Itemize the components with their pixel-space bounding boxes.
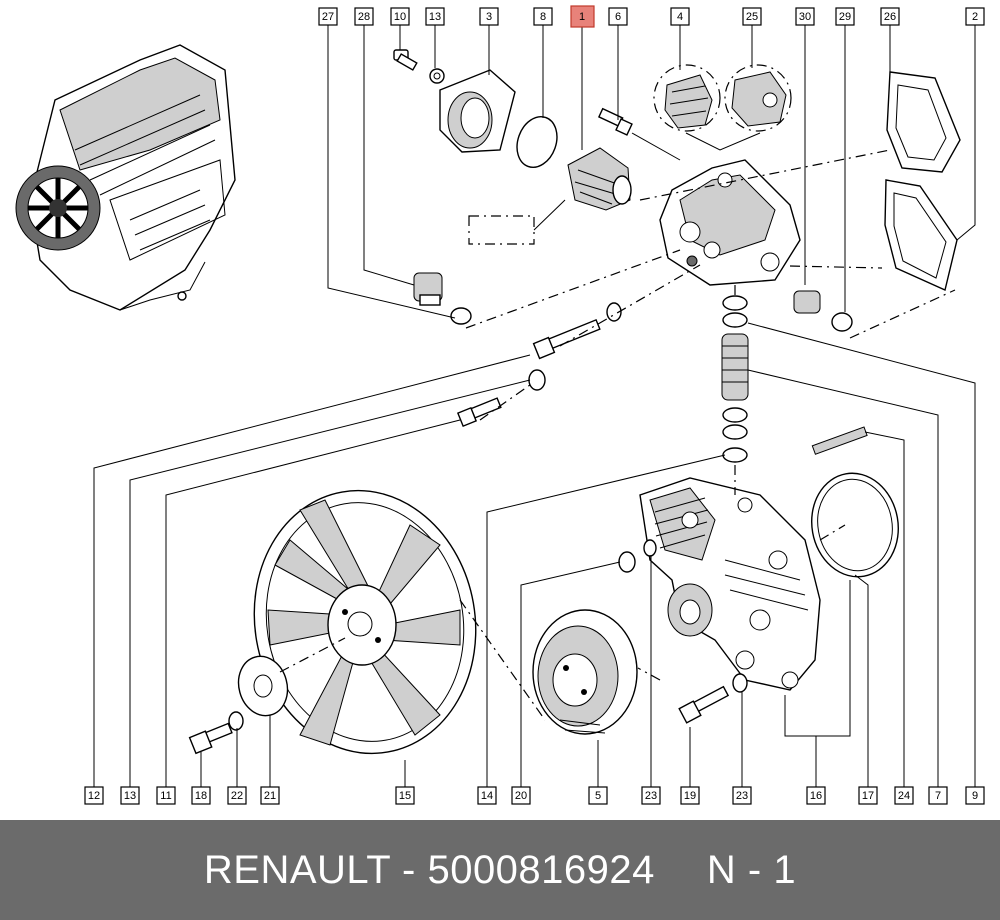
- plug-28: [413, 272, 472, 325]
- svg-text:25: 25: [746, 11, 758, 23]
- svg-text:18: 18: [195, 790, 207, 802]
- callout-11[interactable]: 11: [156, 786, 176, 805]
- callout-2[interactable]: 2: [965, 7, 985, 26]
- bolt-18: [188, 722, 233, 755]
- gasket-2: [884, 179, 958, 291]
- callout-19[interactable]: 19: [680, 786, 700, 805]
- stud-24: [811, 426, 868, 455]
- seal-stack: [456, 264, 868, 463]
- svg-text:21: 21: [264, 790, 276, 802]
- callout-1-highlighted[interactable]: 1: [570, 5, 595, 28]
- callout-13-top[interactable]: 13: [425, 7, 445, 26]
- svg-text:30: 30: [799, 11, 811, 23]
- svg-text:6: 6: [615, 11, 621, 23]
- bolt-11: [456, 397, 502, 428]
- callout-20[interactable]: 20: [511, 786, 531, 805]
- svg-text:23: 23: [645, 790, 657, 802]
- gasket-26: [886, 71, 961, 173]
- pump-hub: [667, 583, 713, 637]
- callout-28[interactable]: 28: [354, 7, 374, 26]
- plug-30: [793, 290, 853, 332]
- svg-text:11: 11: [160, 790, 171, 802]
- callout-3[interactable]: 3: [479, 7, 499, 26]
- bolt-19: [678, 685, 730, 724]
- thermostat-1: [567, 147, 632, 211]
- detail-circle-25: [724, 64, 792, 132]
- svg-text:27: 27: [322, 11, 334, 23]
- callout-21[interactable]: 21: [260, 786, 280, 805]
- svg-text:26: 26: [884, 11, 896, 23]
- svg-text:13: 13: [429, 11, 441, 23]
- exploded-parts-diagram: 27 28 10 13 3 8 1 6 4 25 30 29 26 2 12 1…: [15, 5, 985, 805]
- svg-text:12: 12: [88, 790, 100, 802]
- svg-text:14: 14: [481, 790, 493, 802]
- bolt-6: [597, 107, 633, 136]
- callout-4[interactable]: 4: [670, 7, 690, 26]
- bolt-12: [532, 318, 601, 360]
- callout-23-left[interactable]: 23: [641, 786, 661, 805]
- svg-text:2: 2: [972, 11, 978, 23]
- svg-text:1: 1: [579, 11, 585, 23]
- svg-text:20: 20: [515, 790, 527, 802]
- callout-14[interactable]: 14: [477, 786, 497, 805]
- callout-6[interactable]: 6: [608, 7, 628, 26]
- brand-part-number: RENAULT - 5000816924: [203, 847, 655, 892]
- svg-text:4: 4: [677, 11, 683, 23]
- svg-text:5: 5: [595, 790, 601, 802]
- svg-text:13: 13: [124, 790, 136, 802]
- svg-text:19: 19: [684, 790, 696, 802]
- leader-lines: [93, 24, 976, 787]
- svg-text:28: 28: [358, 11, 370, 23]
- bolt-10: [393, 49, 418, 71]
- callout-5[interactable]: 5: [588, 786, 608, 805]
- callout-27[interactable]: 27: [318, 7, 338, 26]
- part-number-banner: RENAULT - 5000816924 N - 1: [0, 820, 1000, 920]
- diagram-position: N - 1: [706, 847, 797, 892]
- callout-17[interactable]: 17: [858, 786, 878, 805]
- svg-text:7: 7: [935, 790, 941, 802]
- svg-text:10: 10: [394, 11, 406, 23]
- svg-text:24: 24: [898, 790, 910, 802]
- svg-text:23: 23: [736, 790, 748, 802]
- svg-text:15: 15: [399, 790, 411, 802]
- svg-text:29: 29: [839, 11, 851, 23]
- engine-thumbnail: [15, 44, 236, 311]
- callout-29[interactable]: 29: [835, 7, 855, 26]
- engine-fan-icon: [15, 165, 101, 251]
- svg-text:3: 3: [486, 11, 492, 23]
- pulley-5: [532, 609, 638, 735]
- svg-text:22: 22: [231, 790, 243, 802]
- connector-pipe: [721, 333, 749, 401]
- callout-15[interactable]: 15: [395, 786, 415, 805]
- callout-16[interactable]: 16: [806, 786, 826, 805]
- svg-text:9: 9: [972, 790, 978, 802]
- thermostat-housing-3: [439, 69, 516, 153]
- svg-text:8: 8: [540, 11, 546, 23]
- callout-30[interactable]: 30: [795, 7, 815, 26]
- callout-18[interactable]: 18: [191, 786, 211, 805]
- water-pump-body: [618, 465, 899, 724]
- callout-25[interactable]: 25: [742, 7, 762, 26]
- detail-circle-4: [653, 64, 721, 132]
- callout-9[interactable]: 9: [965, 786, 985, 805]
- callout-22[interactable]: 22: [227, 786, 247, 805]
- svg-text:16: 16: [810, 790, 822, 802]
- callout-12[interactable]: 12: [84, 786, 104, 805]
- callout-23-right[interactable]: 23: [732, 786, 752, 805]
- callout-10[interactable]: 10: [390, 7, 410, 26]
- callout-13-bottom[interactable]: 13: [120, 786, 140, 805]
- callout-24[interactable]: 24: [894, 786, 914, 805]
- spacer-21: [237, 655, 289, 717]
- thermostat-housing-group: [393, 49, 961, 339]
- fan-15: [253, 489, 477, 755]
- svg-text:17: 17: [862, 790, 874, 802]
- callout-26[interactable]: 26: [880, 7, 900, 26]
- water-outlet-housing: [659, 159, 801, 286]
- callout-8[interactable]: 8: [533, 7, 553, 26]
- callout-7[interactable]: 7: [928, 786, 948, 805]
